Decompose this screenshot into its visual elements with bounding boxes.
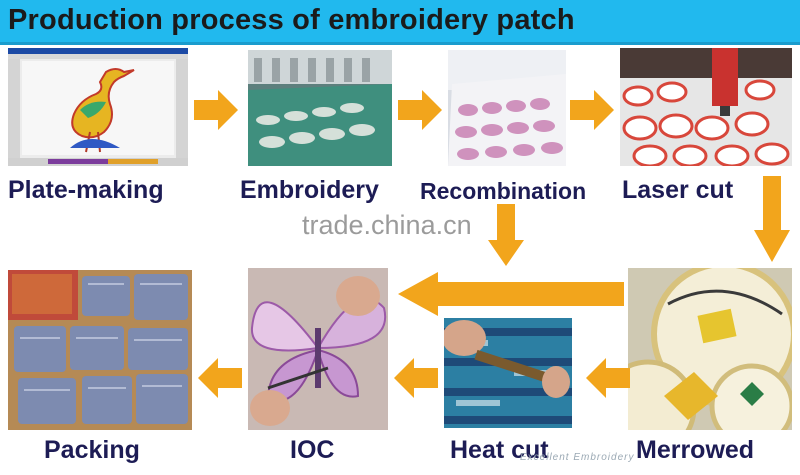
- laser-cut-image: [620, 48, 792, 166]
- arrow-down-icon: [754, 176, 790, 262]
- arrow-left-icon: [586, 358, 630, 398]
- brand-watermark: Excellent Embroidery: [520, 452, 635, 463]
- ioc-image: [248, 268, 388, 430]
- header-banner: Production process of embroidery patch: [0, 0, 800, 45]
- embroidery-image: [248, 50, 392, 166]
- page-title: Production process of embroidery patch: [8, 4, 575, 36]
- arrow-right-icon: [398, 90, 442, 130]
- arrow-down-icon: [488, 204, 524, 266]
- arrow-right-icon: [194, 90, 238, 130]
- step-label-merrowed: Merrowed: [636, 436, 755, 464]
- arrow-left-icon: [198, 358, 242, 398]
- step-label-plate-making: Plate-making: [8, 176, 164, 204]
- merrowed-image: [628, 268, 792, 430]
- step-label-laser-cut: Laser cut: [622, 176, 734, 204]
- heat-cut-image: [444, 318, 572, 428]
- packing-image: [8, 270, 192, 430]
- step-label-packing: Packing: [44, 436, 140, 464]
- arrow-right-icon: [570, 90, 614, 130]
- arrow-left-icon: [394, 358, 438, 398]
- arrow-left-icon: [398, 272, 624, 316]
- step-label-ioc: IOC: [290, 436, 335, 464]
- step-label-heat-cut: Heat cut: [450, 436, 549, 464]
- recombination-image: [448, 50, 566, 166]
- step-label-embroidery: Embroidery: [240, 176, 379, 204]
- step-label-recombination: Recombination: [420, 178, 587, 204]
- watermark-text: trade.china.cn: [302, 210, 472, 240]
- plate-making-image: [8, 48, 188, 166]
